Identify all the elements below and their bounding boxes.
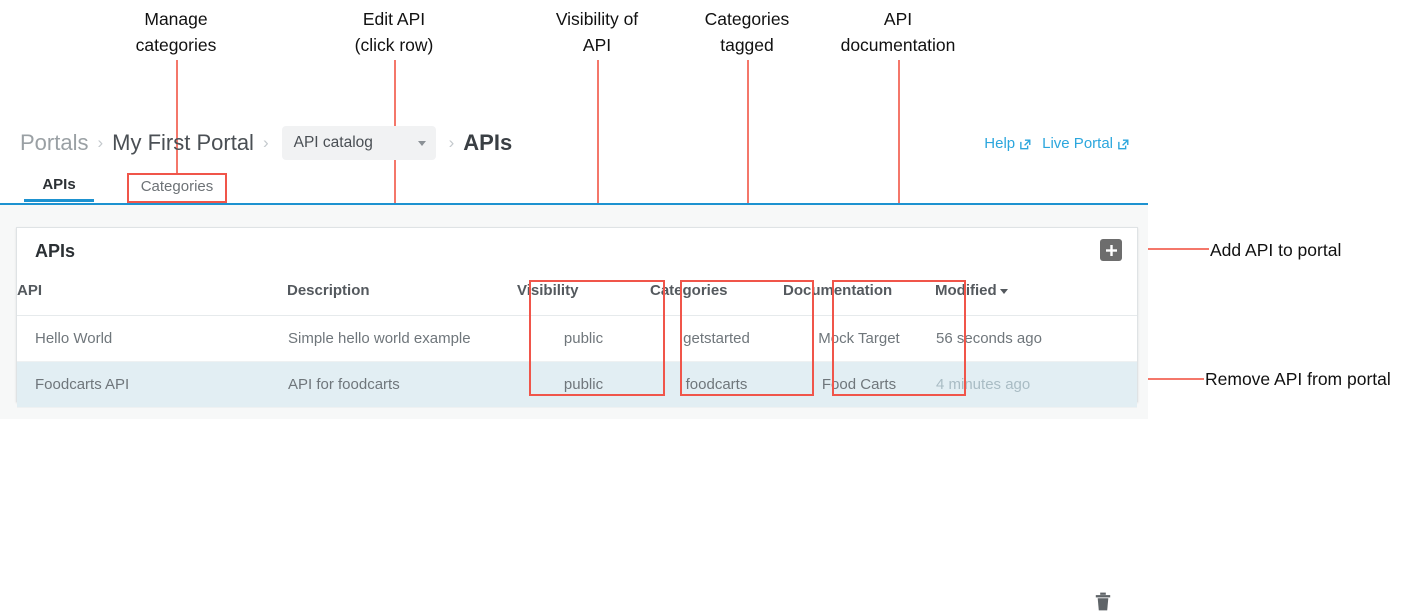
cell-description: API for foodcarts	[287, 361, 517, 408]
breadcrumb-current: APIs	[463, 130, 513, 155]
catalog-select-value: API catalog	[293, 134, 373, 151]
breadcrumb-portal-name[interactable]: My First Portal	[112, 130, 254, 155]
breadcrumb-separator-3: ›	[448, 133, 455, 152]
breadcrumb: Portals › My First Portal › API catalog …	[20, 120, 512, 166]
live-portal-link-label: Live Portal	[1042, 134, 1113, 152]
breadcrumb-bar: Portals › My First Portal › API catalog …	[0, 120, 1148, 168]
chevron-down-icon	[417, 140, 426, 146]
external-link-icon	[1019, 138, 1032, 151]
cell-categories: getstarted	[650, 315, 783, 362]
apis-table-head: API Description Visibility Categories Do…	[17, 277, 1137, 316]
column-header-documentation[interactable]: Documentation	[783, 277, 935, 316]
remove-api-button[interactable]	[1095, 592, 1111, 611]
catalog-select[interactable]: API catalog	[281, 126, 436, 160]
breadcrumb-separator-2: ›	[262, 133, 269, 152]
callout-label-remove-api-from-portal: Remove API from portal	[1205, 369, 1391, 389]
breadcrumb-separator-1: ›	[97, 133, 104, 152]
column-header-visibility[interactable]: Visibility	[517, 277, 650, 316]
column-header-description[interactable]: Description	[287, 277, 517, 316]
plus-icon	[1105, 244, 1118, 257]
card-header: APIs	[17, 228, 1137, 277]
tab-apis[interactable]: APIs	[24, 170, 94, 202]
top-links: Help Live Portal	[984, 120, 1130, 166]
cell-documentation: Food Carts	[783, 361, 935, 408]
annotation-leader-line-api-documentation	[898, 60, 900, 281]
external-link-icon	[1117, 138, 1130, 151]
annotation-line: API	[582, 35, 612, 55]
help-link-label: Help	[984, 134, 1016, 152]
annotation-line: Manage	[144, 9, 208, 29]
content-panel: APIs API Description Visibility Categori…	[0, 203, 1148, 611]
annotation-line: documentation	[840, 35, 956, 55]
callout-leader-line-add-api-to-portal	[1124, 248, 1209, 250]
cell-api: Hello World	[17, 315, 287, 362]
tab-categories-label: Categories	[140, 177, 214, 195]
annotation-line: API	[883, 9, 913, 29]
live-portal-link[interactable]: Live Portal	[1042, 135, 1130, 152]
apis-card: APIs API Description Visibility Categori…	[16, 227, 1138, 611]
column-header-modified[interactable]: Modified	[935, 277, 1137, 316]
tab-bar: APIs Categories	[0, 170, 1148, 203]
annotation-label-manage-categories: Manage categories	[16, 6, 336, 58]
tab-categories[interactable]: Categories	[131, 170, 223, 202]
column-header-api[interactable]: API	[17, 277, 287, 316]
add-api-button[interactable]	[1100, 239, 1122, 261]
tab-apis-label: APIs	[42, 176, 76, 193]
cell-documentation: Mock Target	[783, 315, 935, 362]
column-header-categories[interactable]: Categories	[650, 277, 783, 316]
annotation-label-visibility-of-api: Visibility of API	[437, 6, 757, 58]
sort-desc-icon	[999, 288, 1008, 294]
table-header-row: API Description Visibility Categories Do…	[17, 277, 1137, 316]
apis-table: API Description Visibility Categories Do…	[17, 277, 1137, 408]
annotation-label-edit-api: Edit API (click row)	[234, 6, 554, 58]
annotation-line: Visibility of	[555, 9, 639, 29]
annotation-label-api-documentation: API documentation	[738, 6, 1058, 58]
cell-description: Simple hello world example	[287, 315, 517, 362]
annotation-label-categories-tagged: Categories tagged	[587, 6, 907, 58]
page-title: APIs	[35, 241, 76, 261]
annotation-leader-line-manage-categories	[176, 60, 178, 173]
annotation-line: tagged	[720, 35, 774, 55]
annotation-leader-line-categories-tagged	[747, 60, 749, 281]
cell-modified: 4 minutes ago	[935, 361, 1137, 408]
column-header-modified-label: Modified	[935, 281, 997, 299]
annotation-leader-line-visibility-of-api	[597, 60, 599, 281]
callout-label-add-api-to-portal: Add API to portal	[1210, 240, 1342, 260]
cell-api: Foodcarts API	[17, 361, 287, 408]
help-link[interactable]: Help	[984, 135, 1032, 152]
callout-leader-line-remove-api-from-portal	[1114, 378, 1204, 380]
cell-categories: foodcarts	[650, 361, 783, 408]
cell-visibility: public	[517, 315, 650, 362]
annotation-line: (click row)	[354, 35, 434, 55]
cell-visibility: public	[517, 361, 650, 408]
annotation-line: categories	[135, 35, 217, 55]
breadcrumb-portals[interactable]: Portals	[20, 130, 89, 155]
annotation-line: Categories	[704, 9, 790, 29]
cell-modified: 56 seconds ago	[935, 315, 1137, 362]
annotation-line: Edit API	[362, 9, 426, 29]
